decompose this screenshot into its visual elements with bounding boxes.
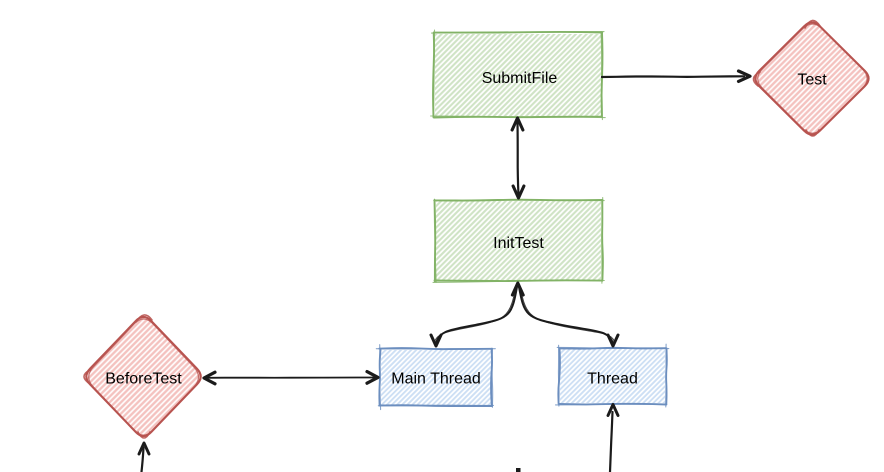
svg-text:Main Thread: Main Thread	[391, 371, 481, 388]
svg-text:Thread: Thread	[587, 371, 638, 388]
svg-text:InitTest: InitTest	[493, 235, 544, 252]
svg-text:SubmitFile: SubmitFile	[482, 70, 558, 87]
svg-text:Test: Test	[797, 72, 827, 89]
svg-text:BeforeTest: BeforeTest	[105, 371, 182, 388]
